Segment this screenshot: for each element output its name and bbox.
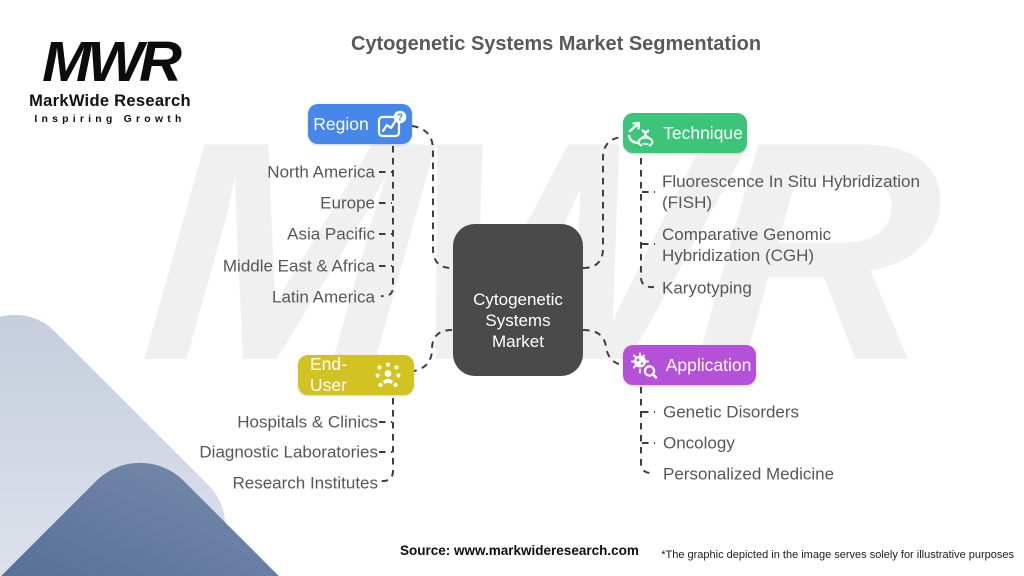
svg-text:?: ? <box>397 113 403 124</box>
person-network-icon <box>374 361 402 389</box>
page-title: Cytogenetic Systems Market Segmentation <box>350 33 762 55</box>
badge-application-label: Application <box>665 354 752 375</box>
logo-company-name: MarkWide Research <box>29 92 191 110</box>
list-item-application: Genetic Disorders <box>663 402 800 422</box>
list-item-technique: Fluorescence In Situ Hybridization (FISH… <box>662 172 920 212</box>
company-logo: MWR MarkWide Research Inspiring Growth <box>28 34 192 126</box>
badge-end-user-label: End-User <box>310 354 347 395</box>
center-node-label: Cytogenetic Systems Market <box>473 289 563 351</box>
list-item-application: Personalized Medicine <box>663 464 835 484</box>
list-item-end-user: Research Institutes <box>232 473 378 493</box>
list-item-end-user: Hospitals & Clinics <box>237 412 378 432</box>
list-item-application: Oncology <box>663 433 735 453</box>
badge-region-label: Region <box>313 113 369 134</box>
badge-technique-label: Technique <box>663 122 743 143</box>
list-item-region: North America <box>267 162 375 182</box>
list-item-region: Europe <box>320 193 375 213</box>
logo-tagline: Inspiring Growth <box>34 113 186 125</box>
list-item-region: Latin America <box>272 287 375 307</box>
list-item-region: Asia Pacific <box>287 224 375 244</box>
list-item-technique: Comparative Genomic Hybridization (CGH) <box>662 225 832 265</box>
center-node: Cytogenetic Systems Market <box>453 224 583 376</box>
badge-technique: Technique <box>623 113 747 153</box>
logo-acronym: MWR <box>42 30 182 94</box>
chart-question-icon: ? <box>377 110 407 138</box>
list-item-region: Middle East & Africa <box>222 256 375 276</box>
disclaimer-text: *The graphic depicted in the image serve… <box>661 549 1014 561</box>
badge-end-user: End-User <box>298 354 414 395</box>
virus-magnifier-icon <box>628 351 658 379</box>
badge-application: Application <box>623 345 756 385</box>
hand-dna-icon <box>627 119 655 147</box>
list-item-technique: Karyotyping <box>662 278 752 298</box>
source-text: Source: www.markwideresearch.com <box>400 543 639 558</box>
badge-region: Region ? <box>308 104 412 144</box>
list-item-end-user: Diagnostic Laboratories <box>199 442 378 462</box>
